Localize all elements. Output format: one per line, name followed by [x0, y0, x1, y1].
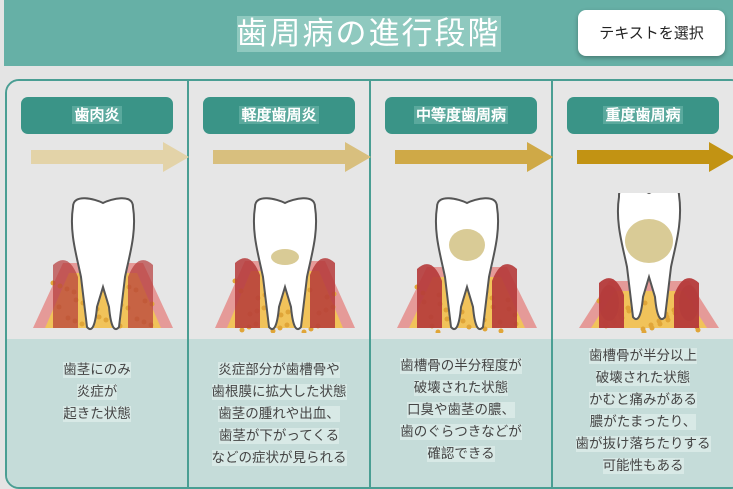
- tooth-illustration-icon: [33, 197, 173, 331]
- progress-arrow-icon: [577, 142, 733, 172]
- description-line: 破壊された状態: [413, 380, 509, 396]
- description-line: かむと痛みがある: [589, 392, 697, 408]
- description-line: 破壊された状態: [595, 370, 691, 386]
- description-line: 確認できる: [427, 446, 495, 462]
- stage-description: 歯槽骨が半分以上破壊された状態かむと痛みがある膿がたまったり、歯が抜け落ちたりす…: [575, 345, 711, 477]
- tooth-illustration-icon: [397, 197, 537, 333]
- stage-label: 軽度歯周炎: [203, 97, 355, 134]
- tooth-illustration-icon: [579, 193, 719, 333]
- stage-label: 歯肉炎: [21, 97, 173, 134]
- description-line: などの症状が見られる: [211, 450, 347, 466]
- stage-column: 歯肉炎 歯茎にのみ炎症が起きた状態: [7, 81, 189, 487]
- stage-column: 重度歯周病 歯槽骨が半分以上破壊された状態かむと痛みがある膿がたまったり、歯が抜…: [553, 81, 733, 487]
- description-line: 膿がたまったり、: [589, 414, 697, 430]
- stage-description: 炎症部分が歯槽骨や歯根膜に拡大した状態歯茎の腫れや出血、歯茎が下がってくるなどの…: [211, 359, 347, 469]
- description-line: 歯茎の腫れや出血、: [218, 406, 340, 422]
- stage-column: 中等度歯周病 歯槽骨の半分程度が破壊された状態口臭や歯茎の膿、歯のぐらつきなどが…: [371, 81, 553, 487]
- stage-label: 中等度歯周病: [385, 97, 537, 134]
- description-line: 炎症が: [76, 384, 118, 400]
- stage-description: 歯槽骨の半分程度が破壊された状態口臭や歯茎の膿、歯のぐらつきなどが確認できる: [400, 355, 522, 465]
- progress-arrow-icon: [395, 142, 553, 172]
- description-line: 歯茎が下がってくる: [218, 428, 340, 444]
- page-title: 歯周病の進行段階: [236, 16, 501, 52]
- stage-column: 軽度歯周炎 炎症部分が歯槽骨や歯根膜に拡大した状態歯茎の腫れや出血、歯茎が下がっ…: [189, 81, 371, 487]
- progress-arrow-icon: [213, 142, 371, 172]
- progress-arrow-icon: [31, 142, 189, 172]
- select-text-popup[interactable]: テキストを選択: [578, 10, 725, 56]
- stage-label: 重度歯周病: [567, 97, 719, 134]
- description-line: 歯槽骨が半分以上: [589, 348, 697, 364]
- description-line: 歯が抜け落ちたりする: [575, 436, 711, 452]
- description-line: 歯根膜に拡大した状態: [211, 384, 347, 400]
- stages-board: 歯肉炎 歯茎にのみ炎症が起きた状態 軽度歯周炎 炎症部分が歯槽骨や歯根膜に拡大し…: [5, 79, 733, 489]
- description-line: 口臭や歯茎の膿、: [407, 402, 515, 418]
- description-line: 歯茎にのみ: [63, 362, 131, 378]
- description-line: 炎症部分が歯槽骨や: [218, 362, 340, 378]
- description-line: 歯槽骨の半分程度が: [400, 358, 522, 374]
- tooth-illustration-icon: [215, 197, 355, 333]
- description-line: 起きた状態: [63, 406, 131, 422]
- description-line: 可能性もある: [602, 458, 684, 474]
- stage-description: 歯茎にのみ炎症が起きた状態: [63, 359, 131, 425]
- description-line: 歯のぐらつきなどが: [400, 424, 522, 440]
